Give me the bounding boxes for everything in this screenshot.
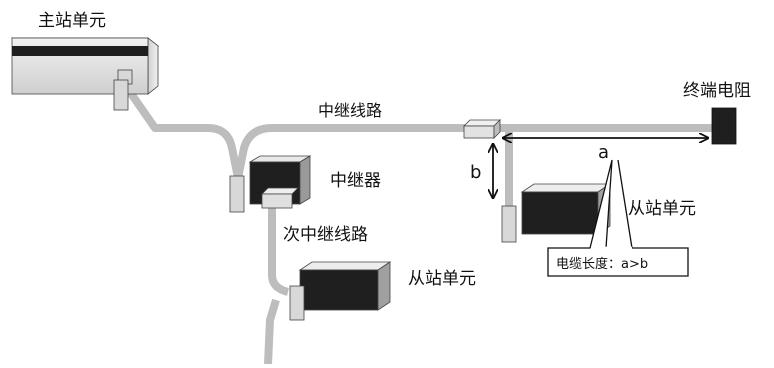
repeater: [229, 155, 312, 213]
master-connector-plug: [113, 79, 129, 111]
slave-unit-lower-label: 从站单元: [408, 269, 476, 289]
trunk-tap: [463, 119, 501, 139]
slave-unit-lower: [289, 261, 392, 321]
cable-length-note: 电缆长度：a>b: [556, 256, 648, 272]
slave-unit-upper-label: 从站单元: [628, 199, 696, 219]
slave-upper-connector: [501, 205, 517, 243]
repeater-connector-left: [229, 175, 245, 213]
cable-length-callout: [547, 159, 689, 277]
trunk-cable: [234, 124, 468, 179]
repeater-label: 中继器: [330, 171, 381, 191]
master-drop-cable: [126, 89, 242, 179]
repeater-connector-bottom: [261, 193, 293, 209]
slave-lower-connector: [289, 285, 305, 321]
terminator: [711, 107, 737, 145]
master-unit-label: 主站单元: [38, 11, 106, 31]
dimension-b-label: b: [470, 162, 481, 183]
terminator-label: 终端电阻: [683, 81, 751, 101]
trunk-line-label: 中继线路: [318, 101, 382, 120]
sub-trunk-cable-lower: [264, 298, 280, 365]
sub-trunk-cable: [268, 208, 290, 296]
dimension-a-label: a: [598, 142, 609, 163]
sub-trunk-line-label: 次中继线路: [283, 225, 368, 245]
master-unit: [10, 37, 160, 111]
cables: [126, 89, 712, 365]
